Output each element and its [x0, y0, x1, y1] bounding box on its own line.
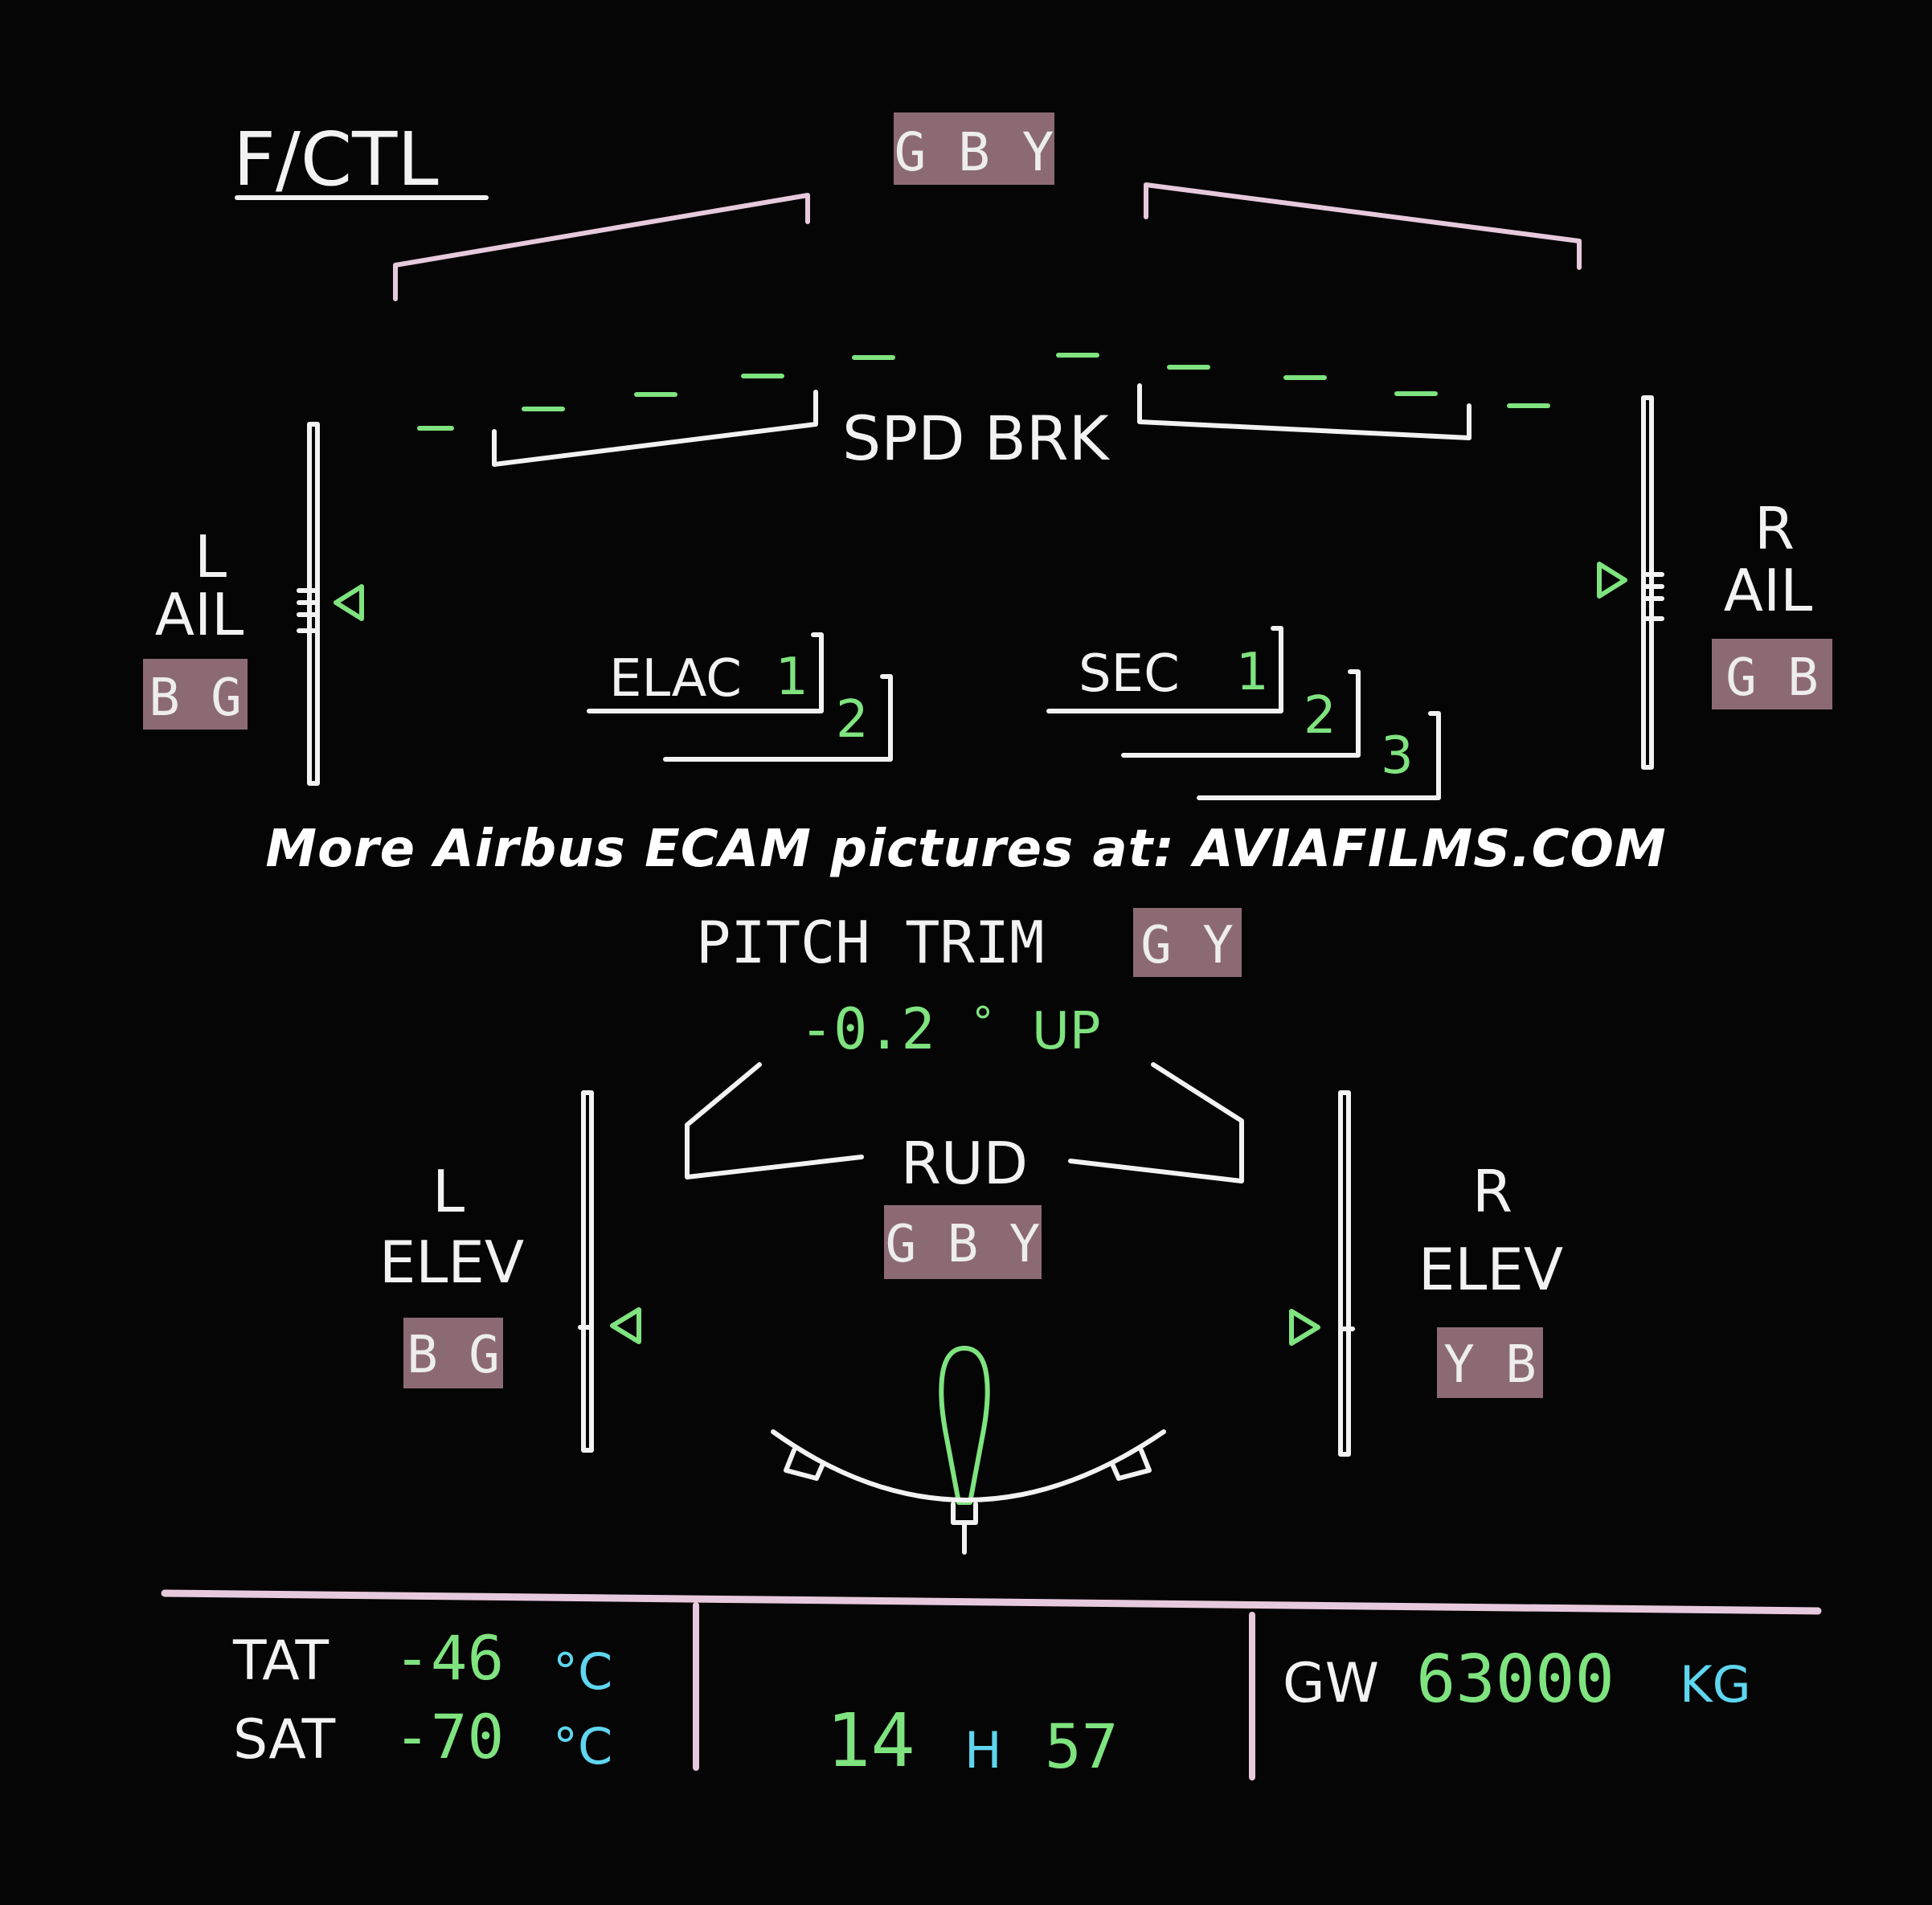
right-aileron-scale — [1641, 395, 1654, 770]
right-aileron-label-r: R — [1754, 495, 1795, 562]
time-hours: 14 — [826, 1698, 915, 1784]
watermark-credit: More Airbus ECAM pictures at: AVIAFILMS.… — [265, 820, 1667, 879]
right-elevator-scale — [1338, 1090, 1351, 1457]
elac-computers: ELAC 1 2 — [587, 632, 893, 762]
right-aileron-group: R AIL G B — [1597, 395, 1832, 770]
left-elevator-group: L ELEV B G — [379, 1090, 641, 1453]
spd-brk-left-bracket — [492, 390, 818, 467]
pitch-trim-label: PITCH TRIM — [696, 909, 1044, 976]
spoilers-hydraulic-indicator: G B Y — [894, 112, 1054, 185]
rudder-right-limit-tab — [1110, 1448, 1152, 1481]
sec-2-bracket — [1121, 669, 1361, 758]
left-elevator-scale — [581, 1090, 594, 1453]
rudder-travel-arc — [771, 1429, 1166, 1502]
page-title: F/CTL — [233, 117, 439, 202]
left-elevator-label-l: L — [432, 1158, 465, 1225]
sec-3-number: 3 — [1381, 726, 1414, 786]
left-aileron-group: L AIL B G — [143, 422, 364, 786]
right-elevator-label-r: R — [1472, 1158, 1512, 1225]
right-elevator-label-elev: ELEV — [1418, 1236, 1563, 1303]
temperature-readout: TAT -46 °C SAT -70 °C — [232, 1622, 612, 1776]
sec-1-number: 1 — [1236, 643, 1269, 702]
spd-brk-label: SPD BRK — [842, 403, 1111, 474]
elac-2-bracket — [663, 674, 893, 762]
right-elevator-hydraulic-text: Y B — [1443, 1335, 1537, 1395]
elac-2-number: 2 — [836, 690, 869, 750]
rudder-hydraulic-text: G B Y — [886, 1215, 1041, 1274]
spoiler-indicators — [417, 353, 1550, 431]
spd-brk-right-bracket — [1137, 383, 1472, 440]
pitch-trim-hydraulic-box — [1133, 908, 1242, 977]
right-aileron-position-indicator — [1597, 562, 1627, 599]
horizontal-stabilizer-left — [685, 1062, 864, 1179]
status-divider-horizontal — [161, 1589, 1822, 1615]
left-wing-outline — [393, 193, 810, 301]
right-aileron-hydraulic-text: G B — [1725, 648, 1819, 708]
rudder-trim-tab — [951, 1502, 978, 1555]
gw-value: 63000 — [1416, 1641, 1615, 1718]
left-aileron-scale — [307, 422, 320, 786]
left-elevator-hydraulic-box — [403, 1318, 503, 1388]
right-wing-outline — [1144, 182, 1582, 270]
pitch-trim-hydraulic-text: G Y — [1140, 916, 1234, 975]
rudder-left-limit-tab — [784, 1448, 825, 1481]
gross-weight-readout: GW 63000 KG — [1283, 1641, 1751, 1718]
pitch-trim-group: PITCH TRIM G Y -0.2 ° UP — [696, 908, 1242, 1062]
left-elevator-position-indicator — [610, 1307, 641, 1344]
tat-value: -46 — [394, 1622, 504, 1694]
gw-label: GW — [1283, 1652, 1379, 1715]
rudder-label: RUD — [901, 1130, 1028, 1197]
time-separator: H — [964, 1721, 1002, 1780]
horizontal-stabilizer-right — [1068, 1062, 1244, 1183]
right-elevator-position-indicator — [1289, 1309, 1320, 1346]
elac-1-bracket — [587, 632, 824, 713]
elac-1-number: 1 — [776, 648, 808, 707]
sec-label: SEC — [1079, 644, 1180, 704]
tat-label: TAT — [232, 1629, 329, 1693]
left-elevator-label-elev: ELEV — [379, 1228, 524, 1296]
pitch-trim-value: -0.2 — [800, 996, 935, 1062]
left-aileron-hydraulic-box — [143, 659, 248, 730]
clock-readout: 14 H 57 — [826, 1698, 1119, 1784]
sec-computers: SEC 1 2 3 — [1046, 626, 1441, 800]
rudder-position-indicator — [939, 1346, 990, 1505]
tat-unit: °C — [553, 1642, 612, 1701]
sec-3-bracket — [1197, 711, 1441, 800]
sat-unit: °C — [553, 1717, 612, 1776]
left-aileron-label-l: L — [194, 523, 227, 591]
sec-2-number: 2 — [1304, 686, 1336, 746]
time-minutes: 57 — [1045, 1711, 1119, 1782]
left-elevator-hydraulic-text: B G — [407, 1326, 500, 1385]
sec-1-bracket — [1046, 626, 1283, 713]
right-aileron-label-ail: AIL — [1724, 557, 1813, 624]
spoilers-hydraulic-text: G B Y — [894, 121, 1054, 183]
sat-value: -70 — [394, 1701, 504, 1772]
sat-label: SAT — [233, 1708, 336, 1772]
pitch-trim-degree: ° — [972, 999, 993, 1047]
elac-label: ELAC — [609, 649, 742, 709]
left-aileron-hydraulic-text: B G — [149, 668, 242, 728]
left-aileron-position-indicator — [334, 584, 364, 621]
left-aileron-label-ail: AIL — [155, 581, 244, 648]
right-elevator-group: R ELEV Y B — [1289, 1090, 1563, 1457]
gw-unit: KG — [1680, 1655, 1751, 1714]
rudder-hydraulic-indicator: G B Y — [884, 1205, 1042, 1279]
pitch-trim-direction: UP — [1032, 1002, 1100, 1061]
right-elevator-hydraulic-box — [1437, 1327, 1543, 1398]
right-aileron-hydraulic-box — [1712, 639, 1832, 709]
